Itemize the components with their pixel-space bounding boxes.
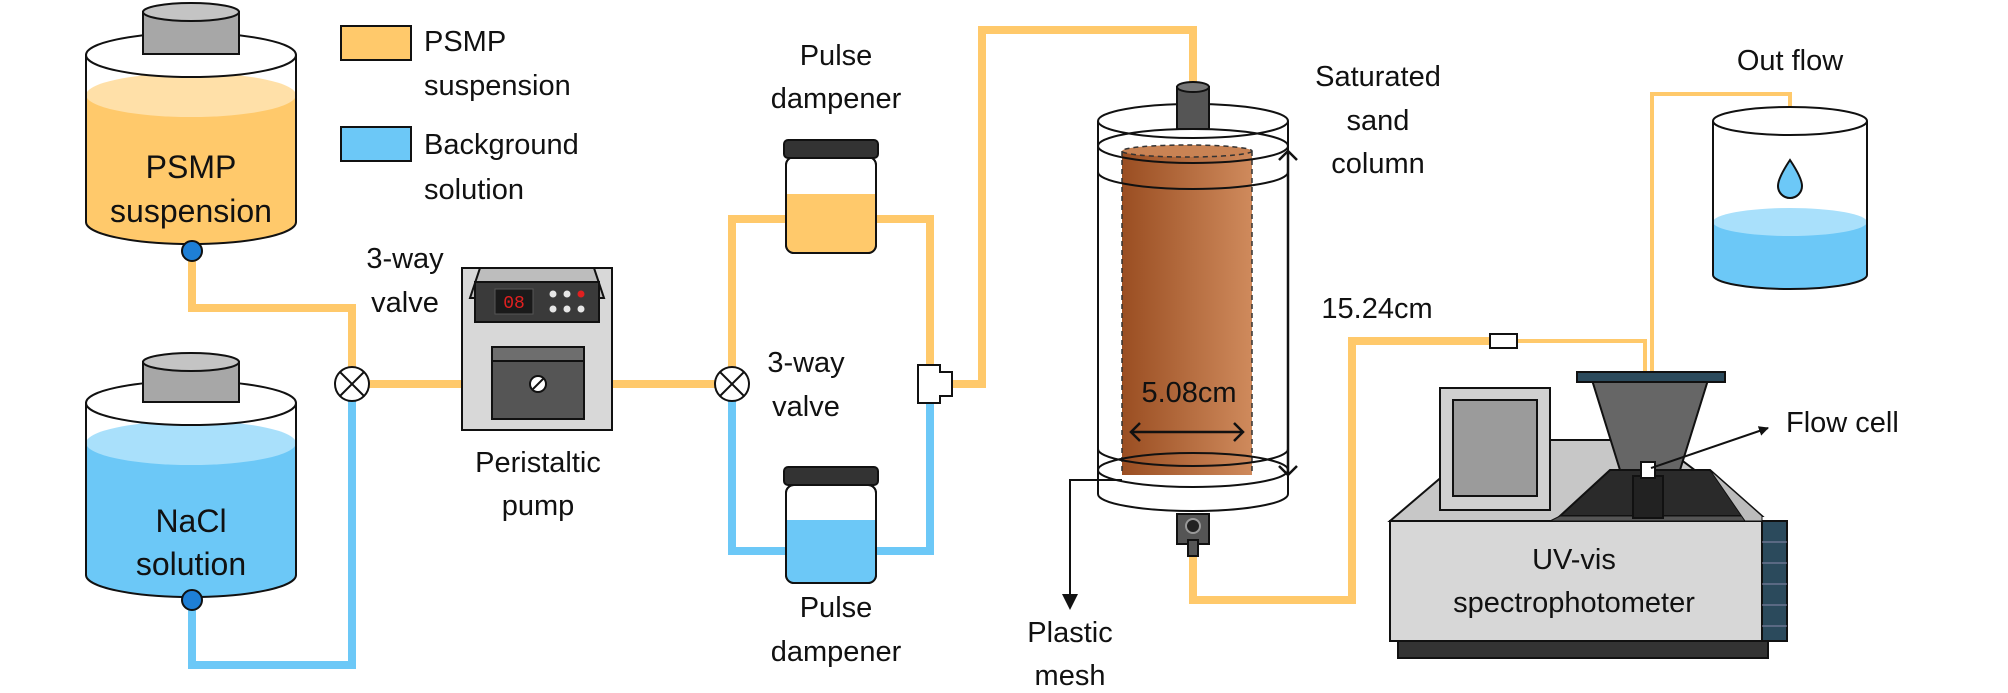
diameter-label: 5.08cm bbox=[1141, 377, 1236, 409]
top-pulse-dampener: Pulse dampener bbox=[771, 40, 902, 254]
droplet-icon bbox=[1776, 158, 1804, 199]
valve1-label-2: valve bbox=[371, 287, 439, 319]
top-dampener-tube-right bbox=[868, 215, 934, 376]
top-dampener-label-2: dampener bbox=[771, 83, 902, 115]
legend: PSMP suspension Background solution bbox=[340, 25, 579, 206]
valve2-label-2: valve bbox=[772, 391, 840, 423]
psmp-tank-outlet bbox=[181, 240, 203, 262]
nacl-tank-label-1: NaCl bbox=[155, 503, 226, 539]
outflow-label: Out flow bbox=[1737, 45, 1844, 77]
pump-label-1: Peristaltic bbox=[475, 447, 601, 479]
sand-body bbox=[1122, 151, 1252, 475]
top-dampener-tube-left bbox=[728, 215, 794, 376]
peristaltic-pump: 08 Peristaltic pump bbox=[461, 267, 613, 522]
legend-psmp-label-2: suspension bbox=[424, 70, 571, 102]
uv-vis-spectrophotometer: Flow cell UV-vis spectrophotometer bbox=[1387, 371, 1899, 659]
legend-psmp-label-1: PSMP bbox=[424, 26, 506, 58]
column-top-cap bbox=[1176, 86, 1210, 130]
spectro-label-2: spectrophotometer bbox=[1453, 587, 1695, 619]
nacl-tank-outlet bbox=[181, 589, 203, 611]
flow-cell-pointer bbox=[1650, 426, 1769, 469]
height-label: 15.24cm bbox=[1321, 293, 1432, 325]
spectro-label-1: UV-vis bbox=[1532, 544, 1616, 576]
bottom-dampener-tube-right bbox=[868, 400, 934, 555]
column-inlet-tube bbox=[946, 26, 1197, 388]
bottom-dampener-label-1: Pulse bbox=[800, 592, 873, 624]
valve1-label-1: 3-way bbox=[366, 243, 444, 275]
nacl-tank-label-2: solution bbox=[136, 546, 246, 582]
column-label-1: Saturated bbox=[1315, 61, 1441, 93]
plastic-mesh-label-2: mesh bbox=[1035, 660, 1106, 692]
nacl-tank: NaCl solution bbox=[85, 352, 297, 611]
tee-connector bbox=[917, 364, 953, 404]
psmp-tank-label-2: suspension bbox=[110, 193, 272, 229]
three-way-valve-2: 3-way valve bbox=[714, 347, 845, 423]
legend-background-swatch bbox=[340, 126, 412, 162]
column-outlet-tube bbox=[1189, 337, 1494, 604]
psmp-tank: PSMP suspension bbox=[85, 2, 297, 262]
legend-background-label-1: Background bbox=[424, 129, 579, 161]
legend-background-label-2: solution bbox=[424, 174, 524, 206]
flow-cell-label: Flow cell bbox=[1786, 407, 1899, 439]
legend-psmp-swatch bbox=[340, 25, 412, 61]
column-label-3: column bbox=[1331, 148, 1425, 180]
psmp-feed-tube bbox=[188, 247, 356, 376]
sand-column: 5.08cm 15.24cm Saturated sand column Pla… bbox=[1027, 61, 1441, 692]
column-label-2: sand bbox=[1347, 105, 1410, 137]
inline-connector bbox=[1489, 333, 1518, 349]
valve2-label-1: 3-way bbox=[767, 347, 845, 379]
top-dampener-label-1: Pulse bbox=[800, 40, 873, 72]
bottom-pulse-dampener: Pulse dampener bbox=[771, 466, 902, 668]
plastic-mesh-label-1: Plastic bbox=[1027, 617, 1112, 649]
bottom-dampener-tube-left bbox=[728, 392, 794, 555]
bottom-dampener-label-2: dampener bbox=[771, 636, 902, 668]
plastic-mesh-pointer bbox=[1069, 479, 1122, 598]
pump-display-value: 08 bbox=[503, 294, 525, 314]
outflow-beaker: Out flow bbox=[1712, 45, 1868, 290]
psmp-tank-label-1: PSMP bbox=[146, 149, 237, 185]
spectro-screen bbox=[1452, 399, 1538, 497]
nacl-feed-tube bbox=[188, 392, 356, 669]
pump-label-2: pump bbox=[502, 490, 575, 522]
pump-display bbox=[494, 288, 534, 315]
three-way-valve-1: 3-way valve bbox=[334, 243, 444, 402]
flow-cell bbox=[1632, 475, 1664, 519]
